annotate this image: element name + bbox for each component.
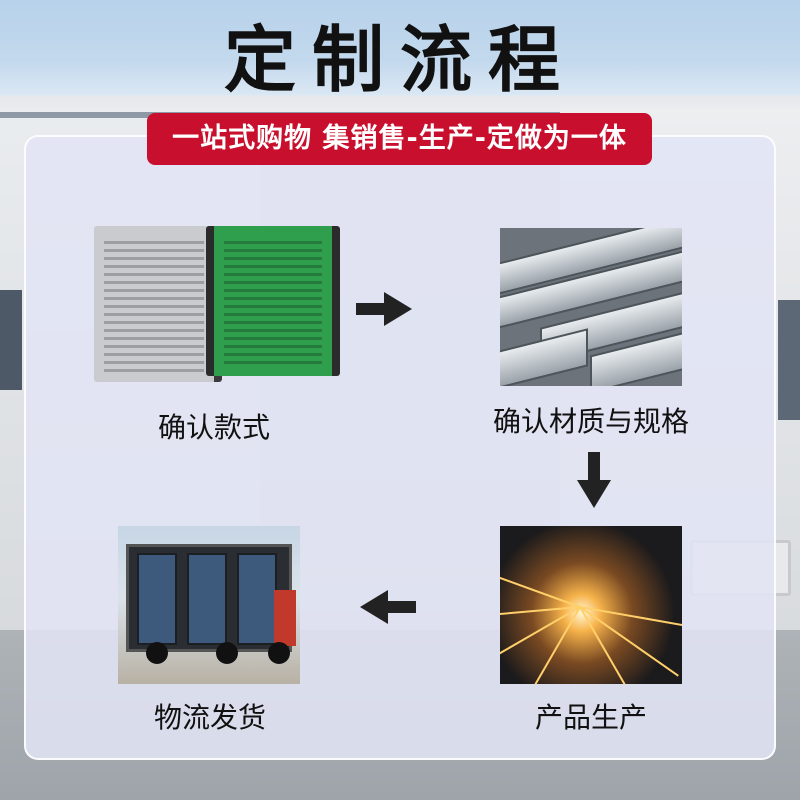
green-vent-panel	[206, 226, 340, 376]
step-label-confirm-material: 确认材质与规格	[492, 405, 689, 438]
window-right	[778, 300, 800, 420]
tagline-banner: 一站式购物 集销售-生产-定做为一体	[147, 113, 652, 165]
step-label-confirm-style: 确认款式	[157, 411, 270, 444]
arrow-right-icon	[356, 292, 412, 326]
grey-vent-panel	[94, 226, 222, 382]
steel-tubes-image	[500, 228, 682, 386]
delivery-truck-image	[118, 526, 300, 684]
arrow-down-icon	[577, 452, 611, 508]
vent-panels-image	[88, 222, 340, 386]
page-title: 定制流程	[223, 18, 576, 102]
step-label-shipping: 物流发货	[153, 701, 266, 734]
truck-cargo-box	[126, 544, 292, 652]
window-left	[0, 290, 22, 390]
laser-cutting-image	[500, 526, 682, 684]
step-label-production: 产品生产	[534, 701, 647, 734]
truck-cab	[274, 590, 296, 646]
arrow-left-icon	[360, 590, 416, 624]
